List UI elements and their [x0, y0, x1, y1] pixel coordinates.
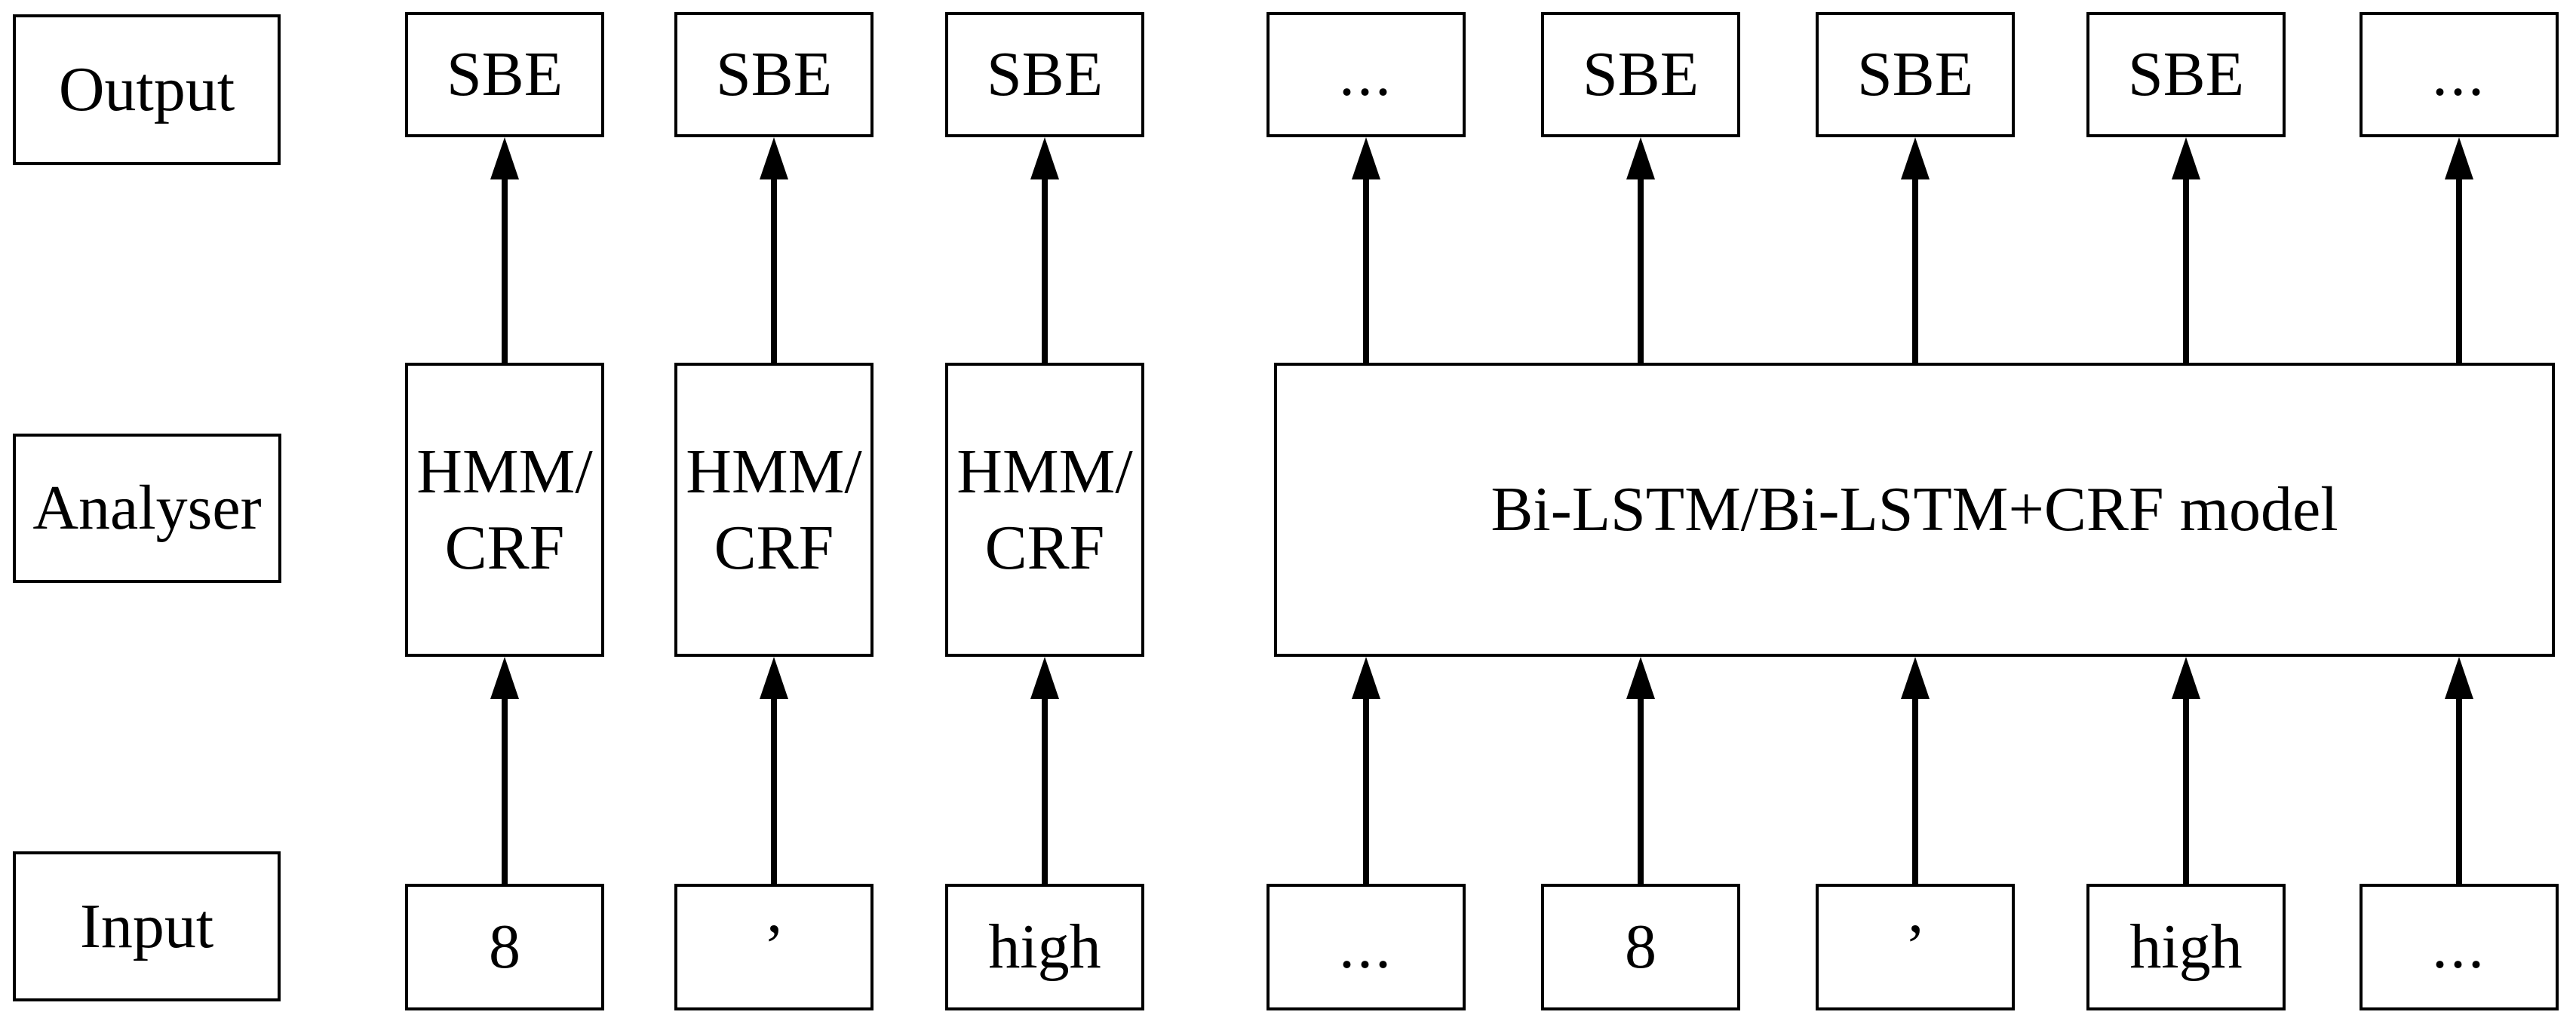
- up-arrowhead-icon: [1901, 137, 1930, 179]
- bilstm-model-box: Bi-LSTM/Bi-LSTM+CRF model: [1274, 363, 2555, 657]
- arrow-input-to-analyser-col8: [2445, 657, 2473, 884]
- analyser-hmm-crf-box: HMM/ CRF: [405, 363, 604, 657]
- up-arrowhead-icon: [1626, 657, 1655, 699]
- arrow-input-to-analyser-col7: [2172, 657, 2200, 884]
- up-arrowhead-icon: [1352, 657, 1380, 699]
- up-arrowhead-icon: [1030, 137, 1059, 179]
- arrow-shaft: [502, 175, 508, 363]
- up-arrowhead-icon: [490, 137, 519, 179]
- arrow-shaft: [1363, 695, 1369, 884]
- up-arrowhead-icon: [1901, 657, 1930, 699]
- arrow-analyser-to-output-col5: [1626, 137, 1655, 363]
- up-arrowhead-icon: [760, 137, 788, 179]
- arrow-shaft: [2456, 175, 2462, 363]
- up-arrowhead-icon: [2172, 657, 2200, 699]
- arrow-input-to-analyser-col3: [1030, 657, 1059, 884]
- arrow-shaft: [2183, 175, 2189, 363]
- arrow-shaft: [1042, 695, 1048, 884]
- arrow-analyser-to-output-col6: [1901, 137, 1930, 363]
- up-arrowhead-icon: [2445, 137, 2473, 179]
- arrow-shaft: [2456, 695, 2462, 884]
- arrow-input-to-analyser-col1: [490, 657, 519, 884]
- arrow-input-to-analyser-col6: [1901, 657, 1930, 884]
- output-ellipsis-box: ...: [2360, 12, 2559, 137]
- input-token-box: high: [2086, 884, 2286, 1010]
- arrow-analyser-to-output-col4: [1352, 137, 1380, 363]
- arrow-shaft: [502, 695, 508, 884]
- arrow-shaft: [1638, 175, 1644, 363]
- up-arrowhead-icon: [2445, 657, 2473, 699]
- arrow-shaft: [771, 175, 777, 363]
- arrow-input-to-analyser-col4: [1352, 657, 1380, 884]
- input-ellipsis-box: ...: [1267, 884, 1466, 1010]
- arrow-analyser-to-output-col3: [1030, 137, 1059, 363]
- input-token-box: high: [945, 884, 1144, 1010]
- output-ellipsis-box: ...: [1267, 12, 1466, 137]
- output-sbe-box: SBE: [2086, 12, 2286, 137]
- input-token-box: 8: [405, 884, 604, 1010]
- arrow-shaft: [1912, 695, 1918, 884]
- up-arrowhead-icon: [760, 657, 788, 699]
- output-sbe-box: SBE: [945, 12, 1144, 137]
- arrow-shaft: [1912, 175, 1918, 363]
- analyser-hmm-crf-box: HMM/ CRF: [674, 363, 874, 657]
- arrow-analyser-to-output-col2: [760, 137, 788, 363]
- analyser-row-label: Analyser: [13, 434, 281, 583]
- up-arrowhead-icon: [1030, 657, 1059, 699]
- input-token-box: ’: [674, 884, 874, 1010]
- arrow-shaft: [771, 695, 777, 884]
- output-row-label: Output: [13, 14, 281, 165]
- arrow-analyser-to-output-col1: [490, 137, 519, 363]
- output-sbe-box: SBE: [674, 12, 874, 137]
- up-arrowhead-icon: [1352, 137, 1380, 179]
- arrow-input-to-analyser-col5: [1626, 657, 1655, 884]
- input-ellipsis-box: ...: [2360, 884, 2559, 1010]
- arrow-shaft: [2183, 695, 2189, 884]
- output-sbe-box: SBE: [1541, 12, 1740, 137]
- arrow-analyser-to-output-col7: [2172, 137, 2200, 363]
- arrow-analyser-to-output-col8: [2445, 137, 2473, 363]
- input-token-box: ’: [1816, 884, 2015, 1010]
- arrow-shaft: [1363, 175, 1369, 363]
- up-arrowhead-icon: [490, 657, 519, 699]
- up-arrowhead-icon: [2172, 137, 2200, 179]
- arrow-shaft: [1638, 695, 1644, 884]
- up-arrowhead-icon: [1626, 137, 1655, 179]
- output-sbe-box: SBE: [1816, 12, 2015, 137]
- arrow-shaft: [1042, 175, 1048, 363]
- arrow-input-to-analyser-col2: [760, 657, 788, 884]
- input-token-box: 8: [1541, 884, 1740, 1010]
- analyser-hmm-crf-box: HMM/ CRF: [945, 363, 1144, 657]
- input-row-label: Input: [13, 851, 281, 1001]
- output-sbe-box: SBE: [405, 12, 604, 137]
